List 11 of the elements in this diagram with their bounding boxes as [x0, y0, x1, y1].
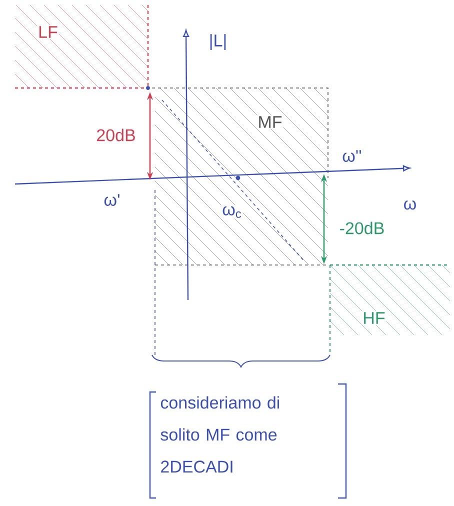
- region-label: LF: [37, 25, 59, 39]
- region-label: HF: [362, 311, 386, 325]
- note-box: consideriamo di solito MF come 2DECADI: [149, 383, 347, 499]
- frequency-label: ω': [102, 193, 122, 207]
- frequency-label: ω$_{c}$: [221, 205, 243, 219]
- region-label: MF: [256, 115, 284, 129]
- gain-label: -20dB: [338, 220, 386, 236]
- axis-label: |L|: [208, 33, 228, 51]
- axis-label: ω: [402, 199, 418, 211]
- gain-label: 20dB: [95, 128, 137, 142]
- frequency-label: ω'': [341, 149, 363, 163]
